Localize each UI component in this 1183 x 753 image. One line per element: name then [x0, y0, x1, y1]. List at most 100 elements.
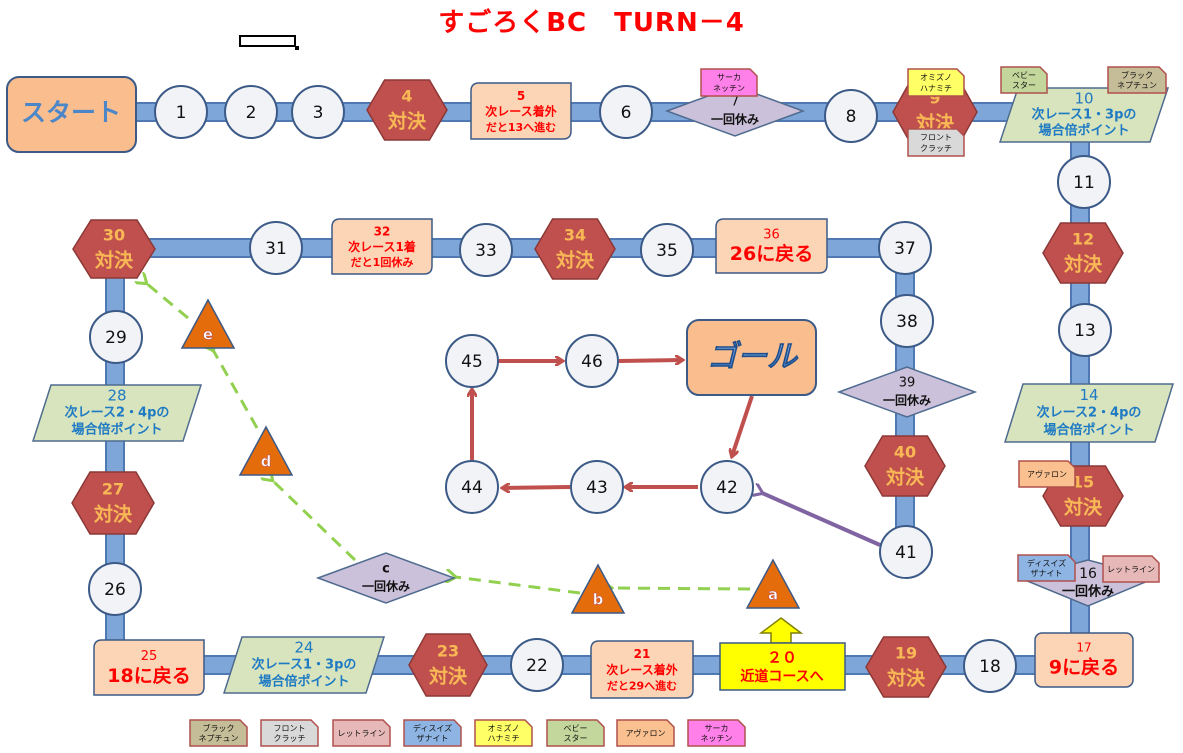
square-number: 18 — [979, 657, 1001, 677]
square-29[interactable]: 29 — [89, 310, 143, 364]
square-number: 26 — [104, 580, 126, 600]
selection-box[interactable] — [239, 35, 299, 50]
bonus-line-1: 次レース1・3pの — [1032, 107, 1137, 123]
square-26[interactable]: 26 — [88, 562, 142, 616]
parallelogram-shape — [31, 384, 203, 442]
token-line-2: スター — [564, 734, 588, 743]
shortcut-point-a[interactable]: a — [745, 558, 801, 609]
square-11[interactable]: 11 — [1057, 155, 1111, 209]
shortcut-label: d — [261, 453, 272, 471]
square-31[interactable]: 31 — [249, 221, 303, 275]
square-circle — [459, 223, 513, 277]
shortcut-point-d[interactable]: d — [238, 425, 294, 476]
square-22[interactable]: 22 — [510, 638, 564, 692]
arrow-46-to-goal — [618, 360, 682, 361]
square-45[interactable]: 45 — [445, 334, 499, 388]
rect-shape — [1034, 632, 1134, 688]
square-37[interactable]: 37 — [878, 221, 932, 275]
square-number: 45 — [461, 352, 483, 372]
square-number: 42 — [716, 478, 738, 498]
square-3[interactable]: 3 — [291, 85, 345, 139]
bonus-line-2: 場合倍ポイント — [71, 421, 162, 437]
duel-square-4[interactable]: 4対決 — [366, 79, 448, 141]
shortcut-label: a — [768, 586, 778, 604]
shortcut-point-b[interactable]: b — [570, 563, 626, 614]
square-number: 44 — [461, 478, 483, 498]
start-square[interactable]: スタート — [6, 76, 137, 153]
square-circle — [1057, 155, 1111, 209]
square-number: 1 — [176, 103, 187, 123]
square-44[interactable]: 44 — [445, 460, 499, 514]
square-35[interactable]: 35 — [640, 223, 694, 277]
square-number: 22 — [526, 656, 548, 676]
token-line-1: レットライン — [1107, 565, 1155, 574]
token-card — [260, 719, 319, 747]
square-43[interactable]: 43 — [570, 460, 624, 514]
event-line-2: だと1回休み — [351, 255, 414, 269]
hexagon-shape — [1042, 222, 1124, 284]
bonus-line-2: 場合倍ポイント — [258, 673, 349, 689]
square-33[interactable]: 33 — [459, 223, 513, 277]
token-line-2: ネッチン — [713, 84, 745, 93]
square-46[interactable]: 46 — [565, 334, 619, 388]
legend-item-avalon[interactable]: アヴァロン — [616, 719, 675, 747]
token-avalon-on-15[interactable]: アヴァロン — [1018, 460, 1076, 488]
square-41[interactable]: 41 — [879, 525, 933, 579]
arrow-goal-to-42 — [732, 395, 754, 456]
square-circle — [445, 334, 499, 388]
goal-square[interactable]: ゴール — [686, 319, 817, 396]
square-number: 38 — [896, 312, 918, 332]
resize-handle[interactable] — [295, 46, 299, 50]
shortcut-point-e[interactable]: e — [180, 298, 236, 349]
player-legend: ブラックネプチュンフロントクラッチレットラインディスイズザナイトオミズノハナミチ… — [189, 719, 746, 747]
token-red-line-on-16[interactable]: レットライン — [1102, 555, 1160, 583]
token-line-1: ディスイズ — [413, 723, 452, 733]
square-42[interactable]: 42 — [700, 460, 754, 514]
square-13[interactable]: 13 — [1058, 303, 1112, 357]
square-6[interactable]: 6 — [599, 85, 653, 139]
square-circle — [1058, 303, 1112, 357]
square-2[interactable]: 2 — [224, 85, 278, 139]
square-18[interactable]: 18 — [963, 639, 1017, 693]
legend-item-red_line[interactable]: レットライン — [332, 719, 391, 747]
event-line-2: だと29へ進む — [607, 679, 677, 693]
square-1[interactable]: 1 — [154, 85, 208, 139]
square-8[interactable]: 8 — [824, 89, 878, 143]
square-38[interactable]: 38 — [880, 294, 934, 348]
diamond-shape — [315, 552, 457, 604]
